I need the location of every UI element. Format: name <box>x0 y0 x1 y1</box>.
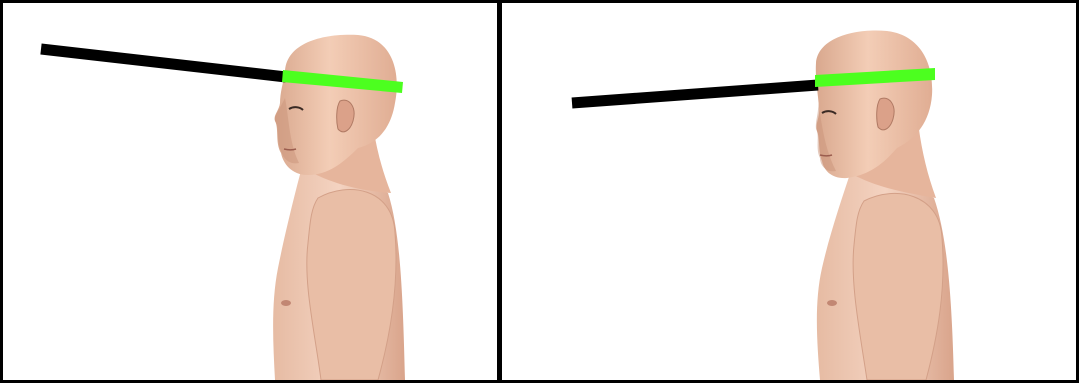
nipple <box>827 300 837 306</box>
mouth <box>284 149 296 150</box>
panel-right <box>502 3 1076 380</box>
nipple <box>281 300 291 306</box>
panel-left <box>3 3 497 380</box>
indicator-line-left <box>41 49 286 77</box>
figure-right-svg <box>502 3 1076 380</box>
indicator-line-right <box>572 85 818 103</box>
figure-left-svg <box>3 3 497 380</box>
arm <box>853 193 943 380</box>
arm <box>307 190 396 380</box>
mouth <box>820 155 832 156</box>
